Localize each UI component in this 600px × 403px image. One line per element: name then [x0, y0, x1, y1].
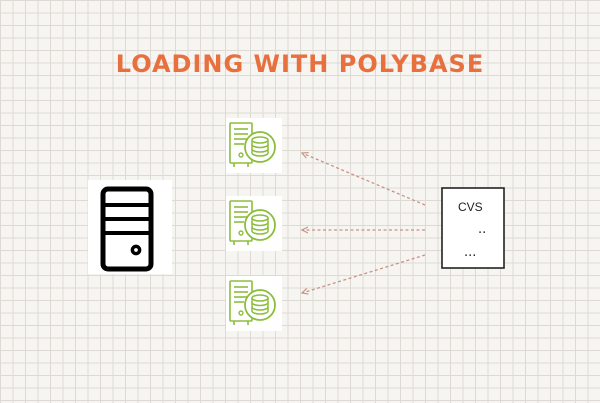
main-server [88, 180, 172, 274]
compute-node-3 [226, 276, 282, 331]
page-title: LOADING WITH POLYBASE [115, 50, 485, 78]
arrow-to-node-1 [302, 153, 426, 206]
file-label: CVS [458, 200, 483, 214]
compute-node-1 [226, 118, 282, 173]
file-line-3: ... [464, 245, 476, 260]
source-file: CVS .. ... [441, 187, 505, 269]
document-icon [441, 187, 505, 269]
compute-node-2 [226, 196, 282, 251]
arrow-to-node-3 [302, 254, 426, 293]
file-line-2: .. [478, 222, 486, 237]
server-tower-icon [100, 186, 154, 272]
